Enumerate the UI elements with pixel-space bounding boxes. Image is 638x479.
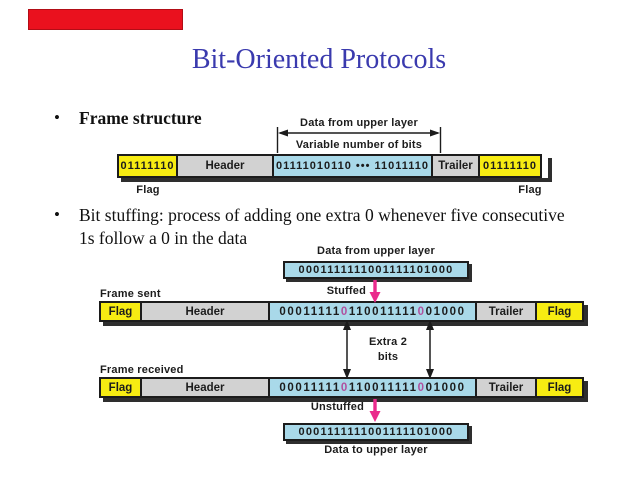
data-field: 01111010110 ••• 11011110 — [274, 154, 433, 178]
flag-field: 01111110 — [117, 154, 178, 178]
flag-field: Flag — [99, 377, 142, 398]
stuffed-label: Stuffed — [326, 285, 366, 297]
frame-sent-row: Flag Header 000111110110011111001000 Tra… — [99, 301, 584, 322]
flag-field: Flag — [99, 301, 142, 322]
unstuffed-data-box: 0001111111001111101000 — [283, 423, 469, 441]
flag-caption: Flag — [518, 184, 542, 196]
page-title: Bit-Oriented Protocols — [191, 44, 447, 75]
stuffed-bit: 0 — [340, 381, 349, 394]
stuffed-data-field: 000111110110011111001000 — [270, 377, 477, 398]
bullet-dot: • — [54, 205, 60, 224]
flag-field: Flag — [537, 301, 584, 322]
stuffed-bit: 0 — [340, 305, 349, 318]
bullet-dot: • — [54, 108, 60, 127]
label-data-from-upper-layer: Data from upper layer — [317, 245, 435, 257]
annotation-variable-number-of-bits: Variable number of bits — [288, 139, 430, 151]
bullet-bit-stuffing: Bit stuffing: process of adding one extr… — [79, 204, 565, 250]
header-field: Header — [142, 301, 270, 322]
bullet-frame-structure: Frame structure — [79, 108, 202, 128]
flag-field: 01111110 — [480, 154, 542, 178]
extra-bits-label: Extra 2 bits — [368, 336, 408, 363]
annotation-data-from-upper-layer: Data from upper layer — [288, 117, 430, 129]
flag-field: Flag — [537, 377, 584, 398]
flag-caption: Flag — [136, 184, 160, 196]
trailer-field: Trailer — [477, 301, 537, 322]
original-data-box: 0001111111001111101000 — [283, 261, 469, 279]
trailer-field: Trailer — [433, 154, 480, 178]
frame-received-label: Frame received — [100, 364, 184, 376]
bullet-bit-stuffing-line1: Bit stuffing: process of adding one extr… — [79, 205, 565, 225]
stuffed-bit: 0 — [417, 305, 426, 318]
frame-received-row: Flag Header 000111110110011111001000 Tra… — [99, 377, 584, 398]
header-field: Header — [178, 154, 274, 178]
frame-sent-label: Frame sent — [100, 288, 161, 300]
frame-structure-row: 01111110 Header 01111010110 ••• 11011110… — [117, 154, 548, 178]
label-data-to-upper-layer: Data to upper layer — [324, 444, 428, 456]
bullet-bit-stuffing-line2: 1s follow a 0 in the data — [79, 228, 248, 248]
red-marker-box — [28, 9, 183, 30]
unstuffed-label: Unstuffed — [310, 401, 364, 413]
header-field: Header — [142, 377, 270, 398]
stuffed-data-field: 000111110110011111001000 — [270, 301, 477, 322]
trailer-field: Trailer — [477, 377, 537, 398]
stuffed-bit: 0 — [417, 381, 426, 394]
